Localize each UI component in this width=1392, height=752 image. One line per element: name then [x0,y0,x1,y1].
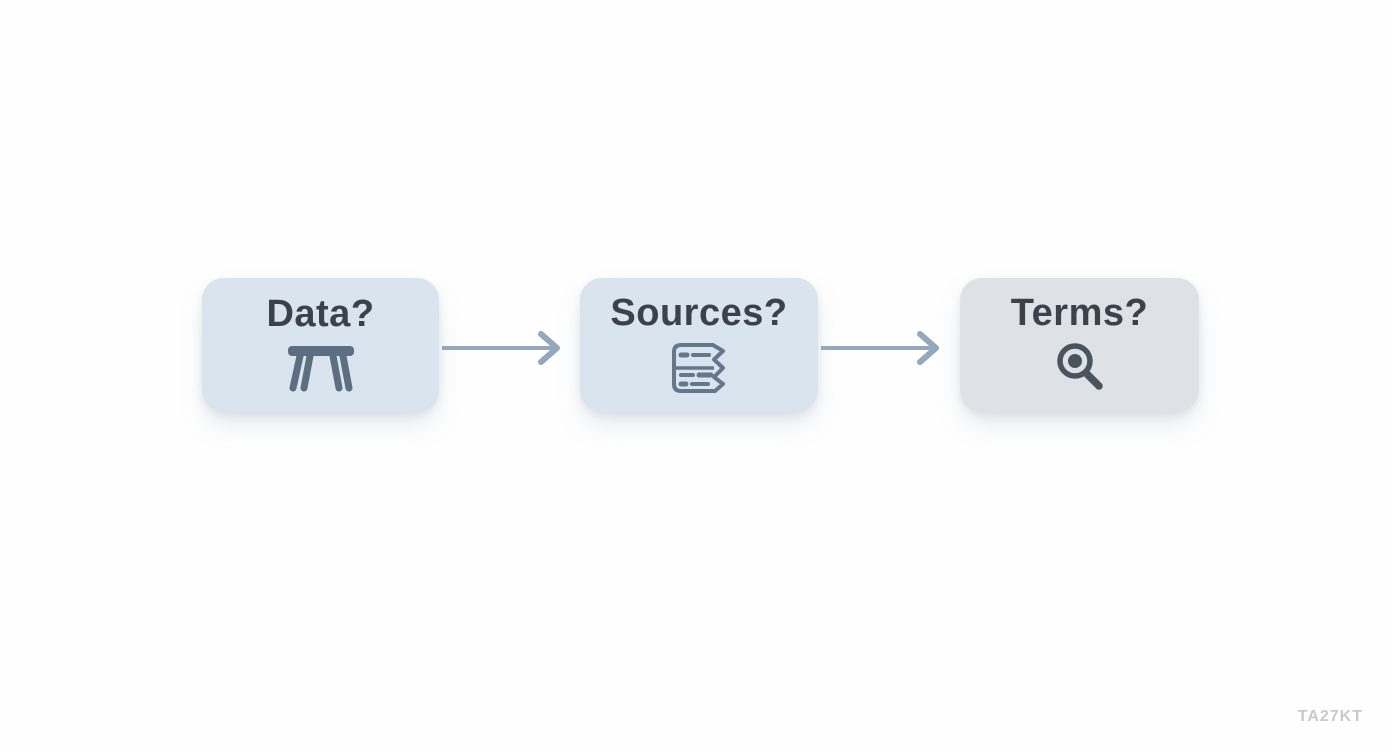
node-data: Data? [202,278,439,412]
node-terms-label: Terms? [1010,292,1149,335]
node-terms: Terms? [960,278,1199,412]
node-sources: Sources? [580,278,818,412]
arrow-right-icon [442,331,560,365]
node-data-label: Data? [266,293,375,336]
node-sources-label: Sources? [610,292,788,335]
watermark-text: TA27KT [1297,708,1363,725]
arrow-right-icon [821,331,939,365]
table-icon [287,345,354,392]
sources-icon [672,342,725,393]
magnifier-icon [1056,343,1103,390]
